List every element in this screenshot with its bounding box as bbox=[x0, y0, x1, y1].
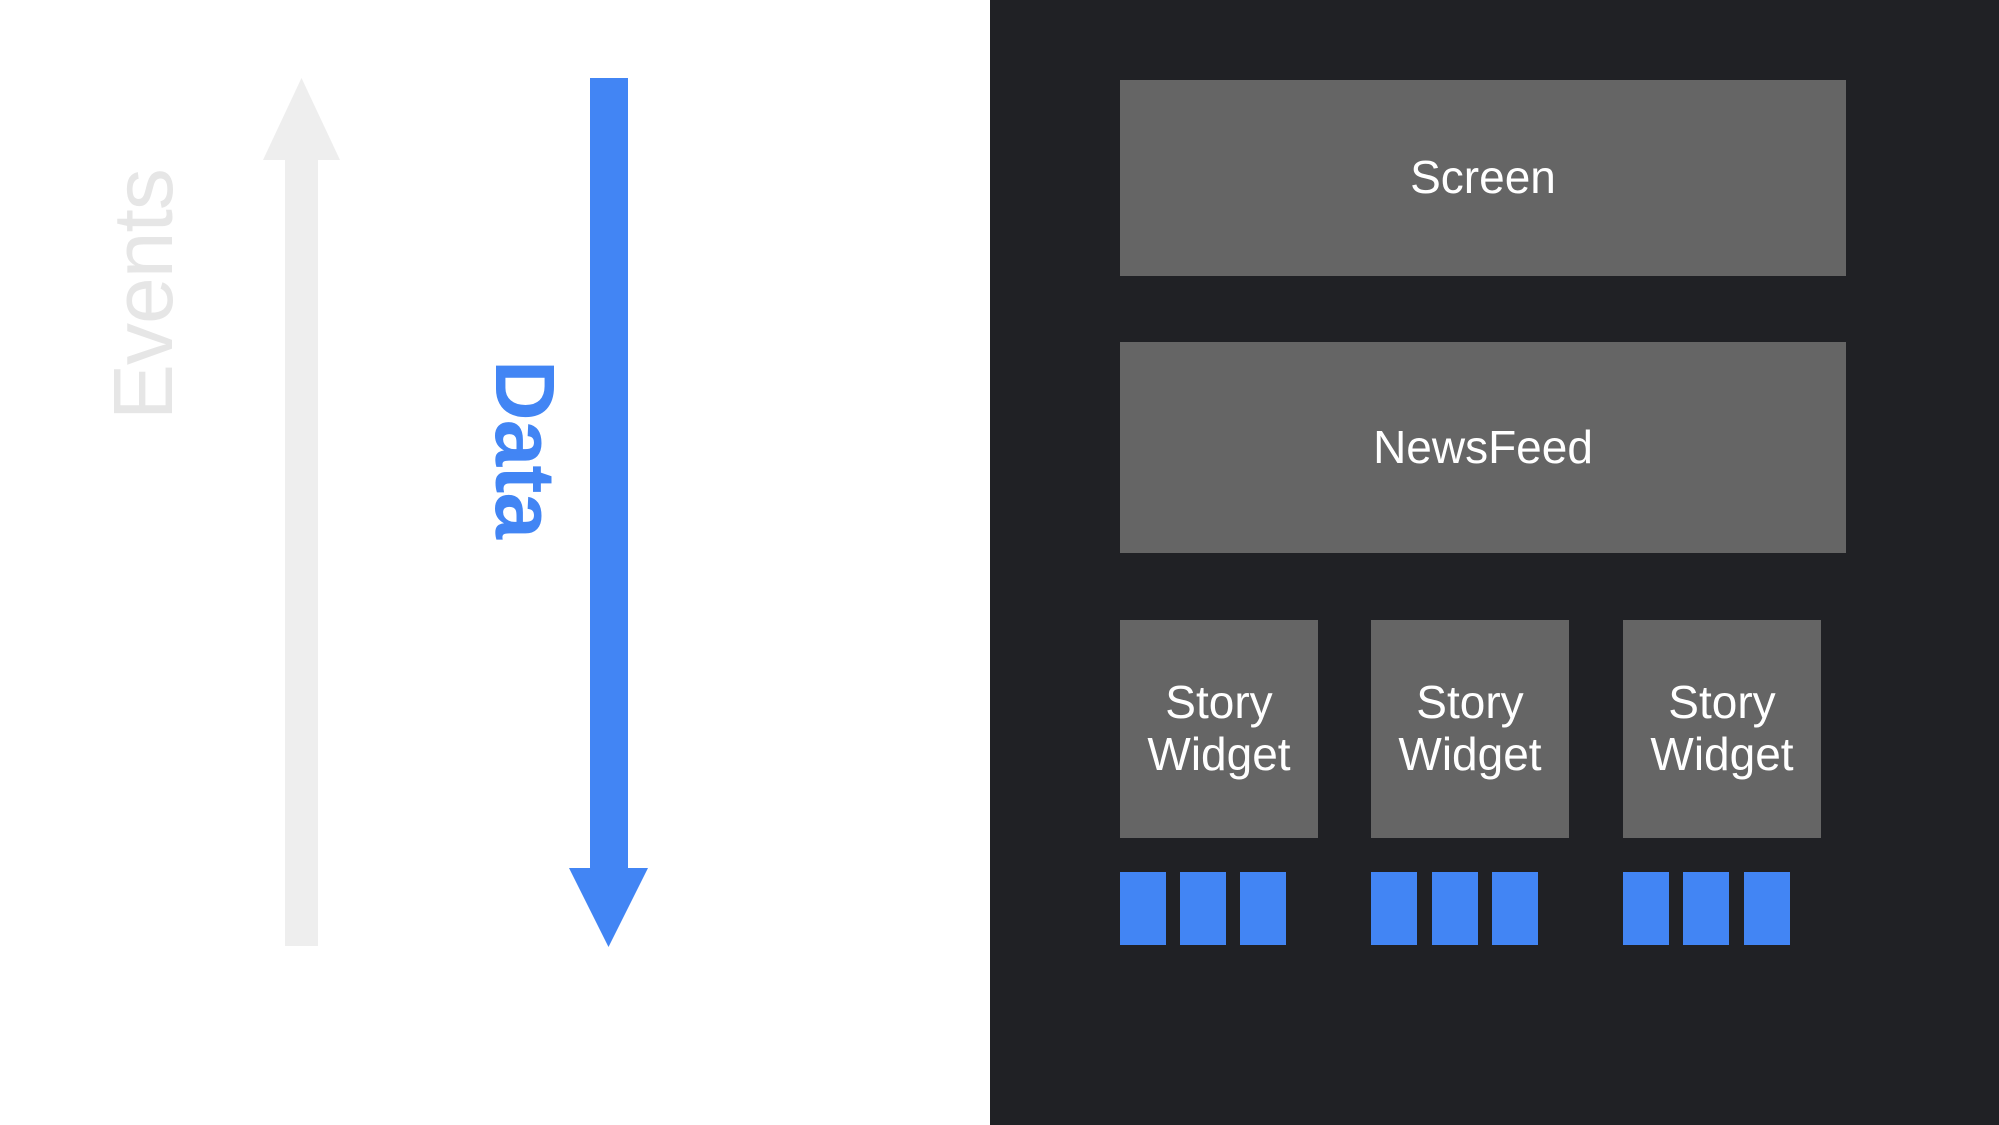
data-arrow-icon bbox=[569, 78, 648, 947]
story-chip-3-3[interactable] bbox=[1744, 872, 1790, 945]
story-chip-2-3[interactable] bbox=[1492, 872, 1538, 945]
story-widget-label-line2: Widget bbox=[1650, 728, 1794, 780]
story-chip-1-2[interactable] bbox=[1180, 872, 1226, 945]
events-flow-label: Events bbox=[96, 169, 190, 420]
story-chip-2-2[interactable] bbox=[1432, 872, 1478, 945]
story-widget-box-1[interactable]: Story Widget bbox=[1120, 620, 1318, 838]
flow-legend-pane: Events Data bbox=[0, 0, 990, 1125]
story-widget-label-line1: Story bbox=[1668, 676, 1776, 729]
story-chip-1-1[interactable] bbox=[1120, 872, 1166, 945]
story-chip-3-1[interactable] bbox=[1623, 872, 1669, 945]
story-widget-label-line1: Story bbox=[1165, 676, 1273, 729]
story-chip-2-1[interactable] bbox=[1371, 872, 1417, 945]
story-widget-box-3[interactable]: Story Widget bbox=[1623, 620, 1821, 838]
data-flow-label: Data bbox=[478, 360, 572, 539]
story-chip-3-2[interactable] bbox=[1683, 872, 1729, 945]
story-widget-label-line2: Widget bbox=[1147, 728, 1291, 780]
newsfeed-component-box[interactable]: NewsFeed bbox=[1120, 342, 1846, 553]
story-chip-1-3[interactable] bbox=[1240, 872, 1286, 945]
widget-tree-pane: Screen NewsFeed Story Widget Story Widge… bbox=[990, 0, 1999, 1125]
story-widget-label-line1: Story bbox=[1416, 676, 1524, 729]
story-widget-label-line2: Widget bbox=[1398, 728, 1542, 780]
story-widget-box-2[interactable]: Story Widget bbox=[1371, 620, 1569, 838]
screen-component-box[interactable]: Screen bbox=[1120, 80, 1846, 276]
events-arrow-icon bbox=[263, 78, 340, 946]
